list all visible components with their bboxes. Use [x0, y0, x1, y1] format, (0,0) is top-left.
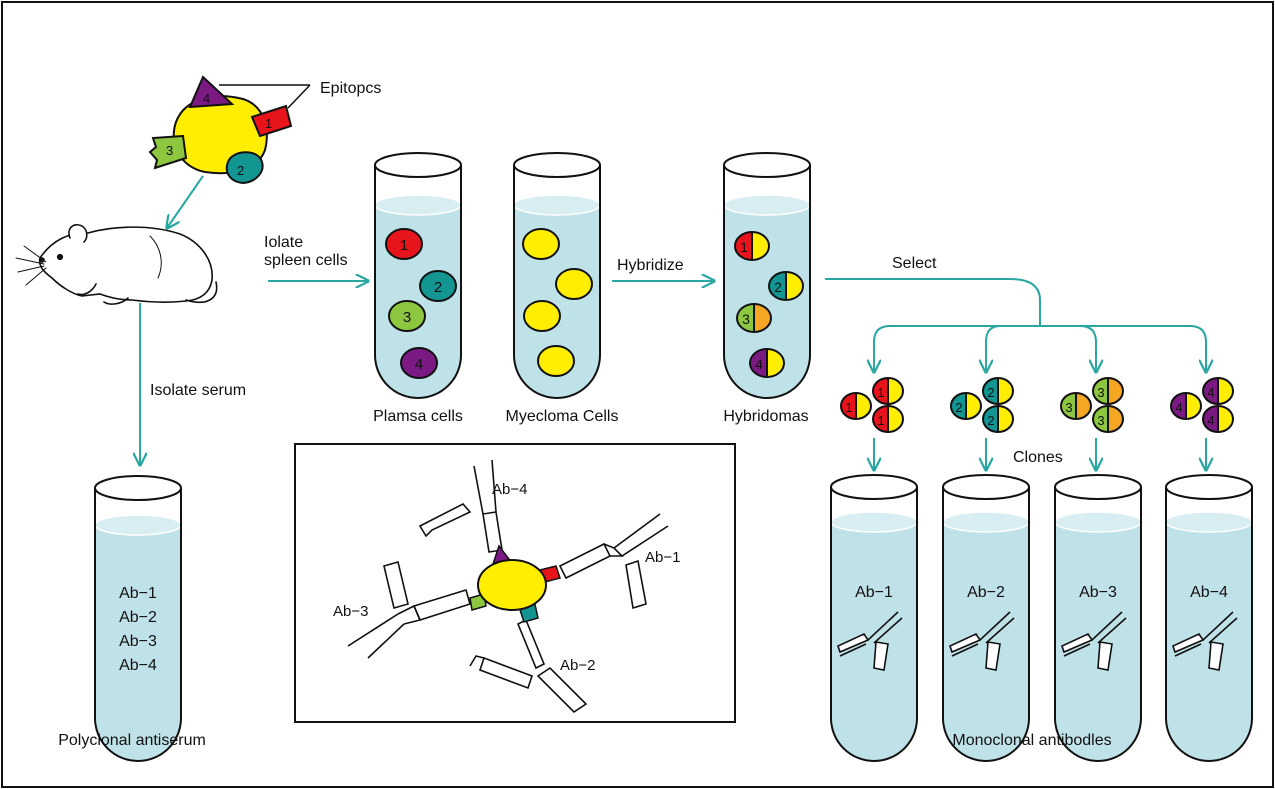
- myeloma-cell: [537, 345, 575, 377]
- hybridoma-cell-2: 2: [768, 271, 804, 301]
- svg-text:3: 3: [1097, 385, 1104, 400]
- mono-ab-2-label: Ab−2: [967, 584, 1005, 601]
- svg-text:4: 4: [755, 356, 763, 372]
- monoclonal-tube-2: Ab−2: [942, 474, 1030, 762]
- svg-text:1: 1: [265, 116, 272, 131]
- inset-antigen-antibody: Ab−4 Ab−1 Ab−3 Ab−2: [294, 443, 736, 723]
- epitope-2: 2: [225, 151, 264, 185]
- svg-text:3: 3: [166, 143, 173, 158]
- plasma-cells-label: Plamsa cells: [373, 408, 463, 425]
- isolate-spleen-label-2: spleen cells: [264, 252, 348, 269]
- svg-text:1: 1: [400, 237, 408, 254]
- svg-text:2: 2: [237, 163, 244, 178]
- plasma-cell-3: 3: [388, 300, 426, 332]
- mono-ab-4-label: Ab−4: [1190, 584, 1228, 601]
- myeloma-cells-label: Myecloma Cells: [506, 408, 619, 425]
- poly-ab-2: Ab−2: [119, 609, 157, 626]
- svg-text:2: 2: [955, 400, 962, 415]
- hybridize-label: Hybridize: [617, 257, 684, 274]
- antibody-icon: [837, 611, 903, 671]
- select-label: Select: [892, 255, 937, 272]
- inset-antibody-4: [418, 459, 503, 553]
- svg-text:3: 3: [742, 311, 750, 327]
- svg-text:2: 2: [774, 279, 782, 295]
- hybridoma-cell-4: 4: [749, 348, 785, 378]
- isolate-spleen-label-1: Iolate: [264, 234, 303, 251]
- inset-antibody-2: [469, 618, 588, 714]
- inset-antibody-3: [347, 561, 471, 659]
- poly-ab-1: Ab−1: [119, 585, 157, 602]
- select-branches: [825, 278, 1206, 470]
- myeloma-cells-tube: [513, 152, 601, 399]
- poly-ab-3: Ab−3: [119, 633, 157, 650]
- svg-text:4: 4: [203, 91, 210, 106]
- epitope-3: 3: [148, 134, 188, 170]
- clone-cluster-4: 4 4 4: [1170, 377, 1234, 433]
- polyclonal-tube: Ab−1 Ab−2 Ab−3 Ab−4: [94, 475, 182, 762]
- clones-label: Clones: [1013, 449, 1063, 466]
- svg-text:4: 4: [1207, 413, 1214, 428]
- epitopes-label: Epitopcs: [320, 80, 381, 97]
- plasma-cell-4: 4: [400, 347, 438, 379]
- svg-text:2: 2: [987, 413, 994, 428]
- plasma-cell-1: 1: [385, 228, 423, 260]
- hybridoma-cell-1: 1: [734, 231, 770, 261]
- myeloma-cell: [523, 300, 561, 332]
- antibody-icon: [949, 611, 1015, 671]
- monoclonal-tube-3: Ab−3: [1054, 474, 1142, 762]
- antigen: 4 1 3 2: [148, 75, 293, 185]
- clone-cluster-3: 3 3 3: [1060, 377, 1124, 433]
- svg-text:2: 2: [987, 385, 994, 400]
- myeloma-cell: [555, 268, 593, 300]
- inset-ab-4-label: Ab−4: [492, 481, 527, 498]
- poly-ab-4: Ab−4: [119, 657, 157, 674]
- antibody-icon: [1172, 611, 1238, 671]
- inset-ab-1-label: Ab−1: [645, 549, 680, 566]
- monoclonal-label: Monoclonal antibodles: [952, 732, 1111, 749]
- svg-text:4: 4: [415, 356, 423, 373]
- inset-antibody-1: [558, 513, 669, 610]
- svg-text:3: 3: [403, 309, 411, 326]
- plasma-cell-2: 2: [419, 270, 457, 302]
- monoclonal-tube-1: Ab−1: [830, 474, 918, 762]
- mono-ab-1-label: Ab−1: [855, 584, 893, 601]
- polyclonal-label: Polyclonal antiserum: [58, 732, 206, 749]
- mono-ab-3-label: Ab−3: [1079, 584, 1117, 601]
- isolate-serum-label: Isolate serum: [150, 382, 246, 399]
- clone-cluster-2: 2 2 2: [950, 377, 1014, 433]
- myeloma-cell: [522, 228, 560, 260]
- clone-cluster-1: 1 1 1: [840, 377, 904, 433]
- plasma-cells-tube: 1 2 3 4: [374, 152, 462, 399]
- inset-ab-3-label: Ab−3: [333, 603, 368, 620]
- svg-text:2: 2: [434, 279, 442, 296]
- svg-text:3: 3: [1097, 413, 1104, 428]
- svg-text:1: 1: [877, 385, 884, 400]
- svg-text:1: 1: [845, 400, 852, 415]
- mouse-icon: [15, 223, 218, 305]
- epitope-4: 4: [188, 75, 235, 109]
- svg-text:4: 4: [1175, 400, 1182, 415]
- hybridoma-cell-3: 3: [736, 303, 772, 333]
- svg-text:4: 4: [1207, 385, 1214, 400]
- svg-text:1: 1: [740, 239, 748, 255]
- epitope-1: 1: [250, 104, 293, 138]
- epitopes-callout: Epitopcs: [219, 80, 381, 109]
- svg-text:3: 3: [1065, 400, 1072, 415]
- inset-ab-2-label: Ab−2: [560, 657, 595, 674]
- svg-text:1: 1: [877, 413, 884, 428]
- hybridomas-tube: 1 2 3 4: [723, 152, 811, 399]
- antibody-icon: [1061, 611, 1127, 671]
- hybridomas-label: Hybridomas: [723, 408, 808, 425]
- inset-antigen: [469, 544, 561, 623]
- monoclonal-tube-4: Ab−4: [1165, 474, 1253, 762]
- arrow-antigen-to-mouse: [167, 175, 204, 228]
